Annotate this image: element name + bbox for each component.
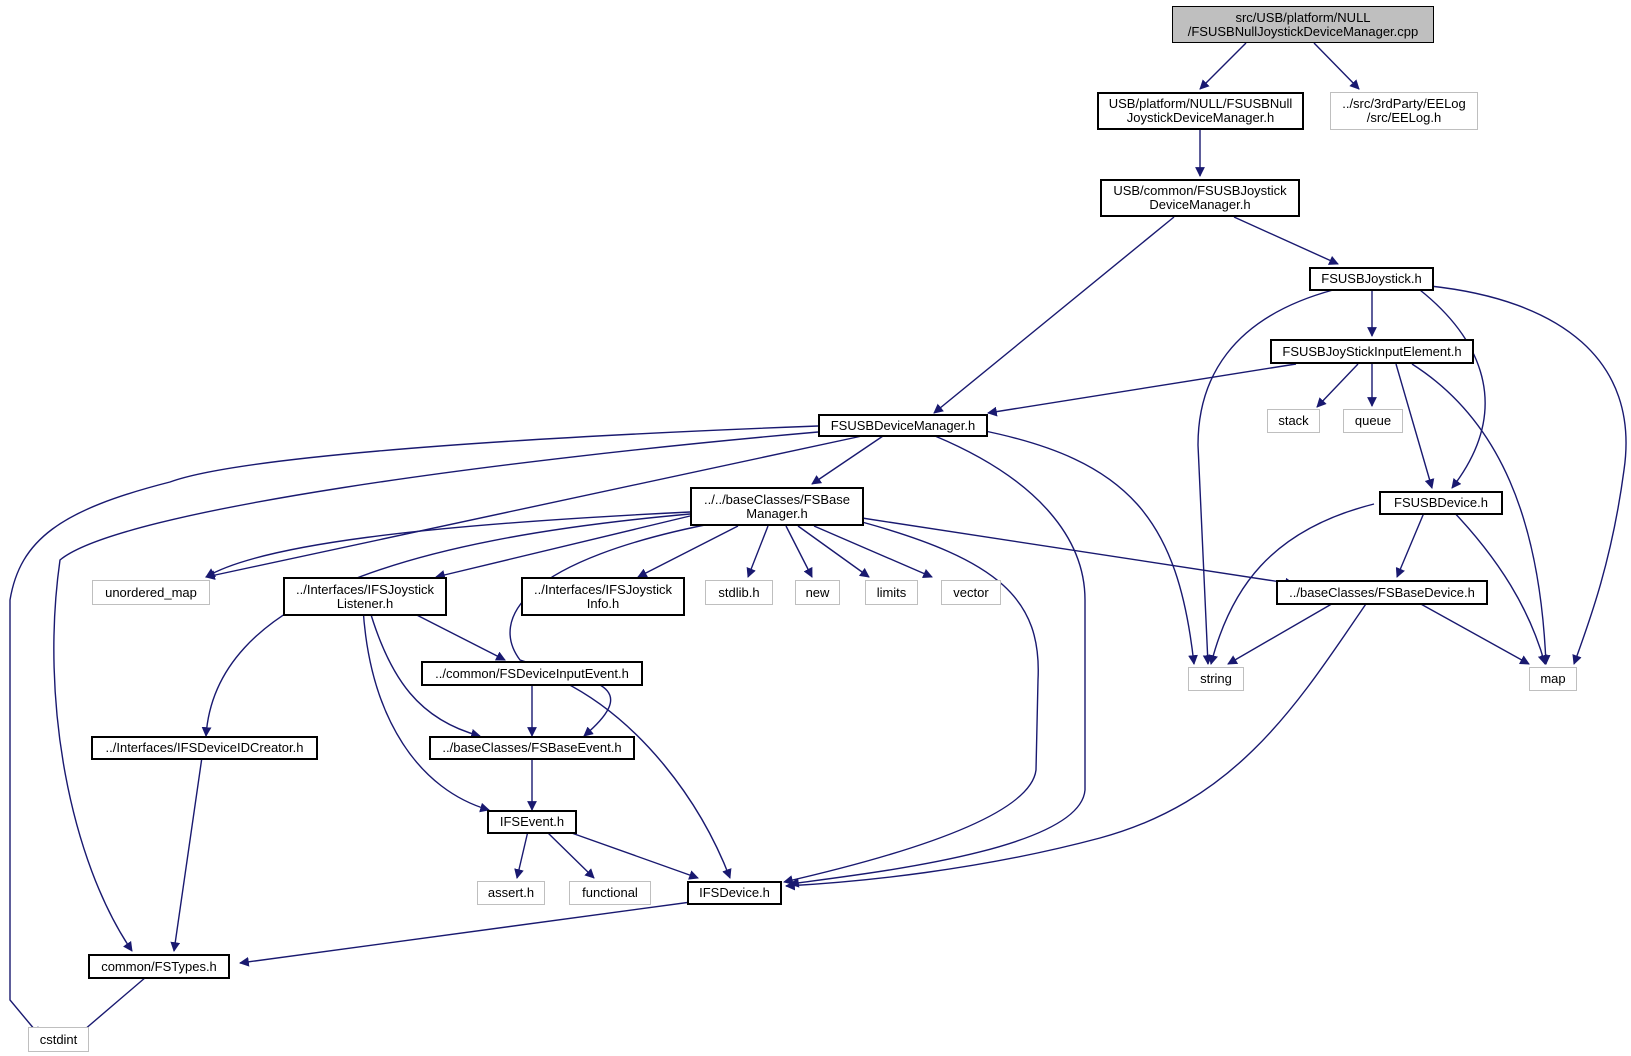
edge-joystick-listener-device-input-event bbox=[402, 607, 506, 661]
edge-input-element-map bbox=[1411, 363, 1551, 665]
node-usb-device-manager-header[interactable]: FSUSBDeviceManager.h bbox=[818, 414, 988, 437]
edge-root-eelog bbox=[1313, 42, 1360, 90]
edge-base-device-ifs-device bbox=[785, 597, 1371, 891]
node-new-header: new bbox=[795, 580, 840, 605]
edge-device-manager-fstypes bbox=[53, 431, 819, 952]
edge-base-manager-stdlib bbox=[746, 525, 769, 578]
node-usb-device-header[interactable]: FSUSBDevice.h bbox=[1379, 491, 1503, 515]
edge-device-manager-ifs-device bbox=[789, 435, 1086, 888]
edge-common-jdm-joystick bbox=[1233, 216, 1339, 265]
edge-ifs-event-ifs-device bbox=[565, 830, 699, 880]
node-queue-header: queue bbox=[1343, 409, 1403, 433]
edge-input-element-usb-device bbox=[1395, 363, 1435, 489]
node-ifs-event-header[interactable]: IFSEvent.h bbox=[487, 810, 577, 834]
edge-ifs-device-fstypes bbox=[239, 899, 707, 967]
edge-device-manager-string bbox=[979, 429, 1198, 665]
node-common-joystick-device-manager-header[interactable]: USB/common/FSUSBJoystick DeviceManager.h bbox=[1100, 179, 1300, 217]
node-functional-header: functional bbox=[569, 881, 651, 905]
edge-base-manager-ifs-device bbox=[783, 521, 1039, 885]
edge-fstypes-cstdint bbox=[76, 976, 147, 1037]
edge-root-null-dm bbox=[1199, 42, 1247, 90]
edge-base-manager-limits bbox=[797, 525, 870, 578]
edge-base-manager-joystick-info bbox=[637, 525, 739, 578]
node-joystick-input-element-header[interactable]: FSUSBJoyStickInputElement.h bbox=[1270, 339, 1474, 364]
edge-base-device-string bbox=[1227, 597, 1343, 665]
node-assert-header: assert.h bbox=[477, 881, 545, 905]
edge-joystick-usb-device bbox=[1419, 289, 1486, 489]
node-joystick-info-header[interactable]: ../Interfaces/IFSJoystick Info.h bbox=[521, 577, 685, 616]
edge-base-manager-base-device bbox=[861, 517, 1295, 588]
node-string-header: string bbox=[1188, 667, 1244, 691]
node-null-joystick-device-manager-header[interactable]: USB/platform/NULL/FSUSBNull JoystickDevi… bbox=[1097, 92, 1304, 130]
node-ifs-device-header[interactable]: IFSDevice.h bbox=[687, 881, 782, 905]
edge-usb-device-string bbox=[1208, 503, 1375, 665]
edge-base-manager-unordered-map bbox=[205, 511, 691, 578]
edge-id-creator-fstypes bbox=[170, 756, 203, 952]
node-stack-header: stack bbox=[1267, 409, 1320, 433]
node-device-input-event-header[interactable]: ../common/FSDeviceInputEvent.h bbox=[421, 661, 643, 686]
edge-usb-device-map bbox=[1449, 507, 1548, 665]
edge-joystick-listener-ifs-event bbox=[362, 607, 490, 813]
edge-ifs-event-assert bbox=[514, 830, 529, 879]
edge-device-manager-unordered-map bbox=[205, 435, 863, 580]
node-fs-types-header[interactable]: common/FSTypes.h bbox=[88, 954, 230, 979]
node-root-source-file[interactable]: src/USB/platform/NULL /FSUSBNullJoystick… bbox=[1172, 6, 1434, 43]
node-device-id-creator-header[interactable]: ../Interfaces/IFSDeviceIDCreator.h bbox=[91, 736, 318, 760]
edge-common-jdm-device-manager bbox=[933, 216, 1175, 414]
edge-base-manager-vector bbox=[813, 525, 933, 578]
edge-base-manager-new bbox=[785, 525, 813, 578]
node-base-device-header[interactable]: ../baseClasses/FSBaseDevice.h bbox=[1276, 580, 1488, 605]
edge-device-manager-base-manager bbox=[811, 435, 884, 485]
node-vector-header: vector bbox=[941, 580, 1001, 605]
edge-base-device-map bbox=[1409, 597, 1530, 665]
node-joystick-listener-header[interactable]: ../Interfaces/IFSJoystick Listener.h bbox=[283, 577, 447, 616]
edge-ifs-event-functional bbox=[545, 830, 595, 879]
node-cstdint-header: cstdint bbox=[28, 1027, 89, 1052]
edge-device-manager-cstdint bbox=[9, 425, 819, 1037]
edge-base-manager-base-event bbox=[509, 521, 721, 737]
node-unordered-map-header: unordered_map bbox=[92, 580, 210, 605]
node-map-header: map bbox=[1529, 667, 1577, 691]
node-base-event-header[interactable]: ../baseClasses/FSBaseEvent.h bbox=[429, 736, 635, 760]
edge-joystick-listener-base-event bbox=[368, 607, 481, 739]
node-stdlib-header: stdlib.h bbox=[705, 580, 773, 605]
node-usb-joystick-header[interactable]: FSUSBJoystick.h bbox=[1309, 267, 1434, 291]
node-limits-header: limits bbox=[865, 580, 918, 605]
node-base-manager-header[interactable]: ../../baseClasses/FSBase Manager.h bbox=[690, 487, 864, 526]
edge-input-element-device-manager bbox=[987, 363, 1297, 417]
edge-base-manager-joystick-listener bbox=[435, 515, 691, 580]
edge-joystick-string bbox=[1197, 289, 1334, 665]
node-eelog-header: ../src/3rdParty/EELog /src/EELog.h bbox=[1330, 92, 1478, 130]
edge-joystick-map bbox=[1429, 285, 1627, 665]
edge-usb-device-base-device bbox=[1395, 507, 1427, 578]
edge-input-element-stack bbox=[1316, 363, 1359, 408]
edge-device-input-event-ifs-device bbox=[561, 680, 732, 879]
